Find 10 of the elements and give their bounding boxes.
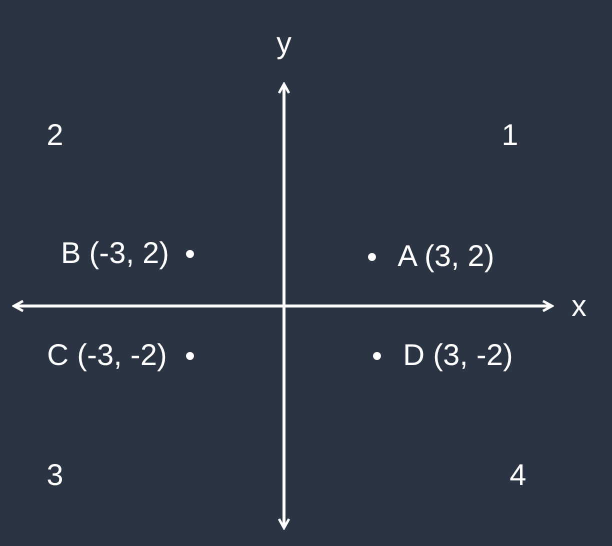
- point-label: C (-3, -2): [47, 341, 167, 371]
- quadrant-number: 2: [46, 121, 64, 151]
- quadrant-number: 1: [502, 121, 518, 151]
- axis-label: x: [572, 292, 586, 322]
- point-label: B (-3, 2): [60, 239, 170, 269]
- point-label: A (3, 2): [398, 242, 494, 272]
- quadrant-number: 3: [46, 461, 64, 491]
- point-label: D (3, -2): [403, 341, 513, 371]
- quadrant-number: 4: [510, 461, 526, 491]
- axis-label: y: [276, 29, 292, 59]
